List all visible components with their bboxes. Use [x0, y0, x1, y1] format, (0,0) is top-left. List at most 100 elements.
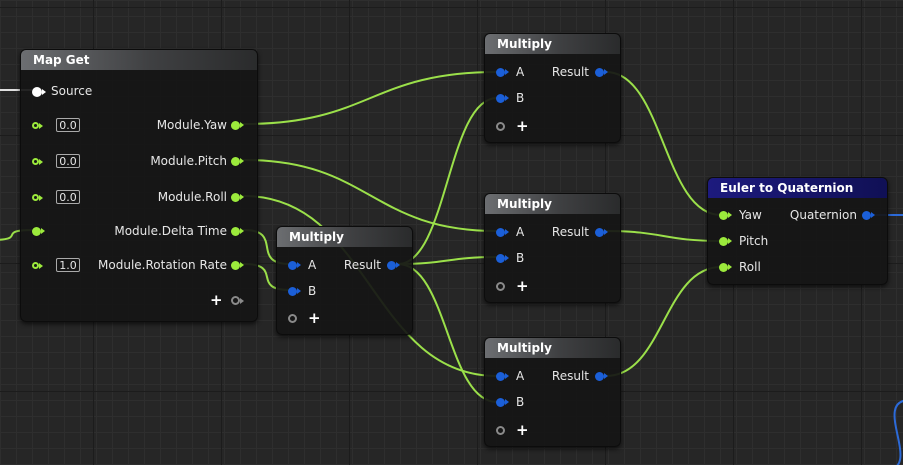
multiply-bottom-node[interactable]: Multiply A Result B + [484, 337, 621, 447]
euler-pitch-label: Pitch [739, 234, 769, 248]
multiply-top-b-arrow [505, 95, 509, 101]
multiply-top-a-pin[interactable] [496, 68, 505, 77]
wire-blue-offscreen [893, 399, 903, 465]
roll-output-label: Module.Roll [157, 190, 227, 204]
yaw-output-arrow [240, 122, 244, 128]
multiply-top-add-pin-button[interactable]: + [516, 117, 529, 135]
yaw-default-value[interactable]: 0.0 [56, 118, 80, 132]
multiply-left-node[interactable]: Multiply A Result B + [276, 226, 413, 335]
multiply-top-b-label: B [516, 91, 525, 105]
multiply-top-node[interactable]: Multiply A Result B + [484, 33, 621, 143]
multiply-left-title: Multiply [277, 227, 412, 247]
euler-to-quaternion-node[interactable]: Euler to Quaternion Yaw Quaternion Pitch… [707, 177, 888, 285]
euler-pitch-pin[interactable] [719, 237, 728, 246]
multiply-bottom-result-pin[interactable] [595, 372, 604, 381]
multiply-bottom-result-label: Result [551, 369, 589, 383]
wire-pitch-to-mid-a [243, 159, 498, 232]
euler-yaw-label: Yaw [739, 208, 762, 222]
wire-top-result-to-yaw [605, 71, 722, 216]
multiply-top-result-label: Result [551, 65, 589, 79]
pitch-default-value[interactable]: 0.0 [56, 154, 80, 168]
pitch-input-pin[interactable] [32, 158, 39, 165]
multiply-bottom-b-pin[interactable] [496, 398, 505, 407]
euler-yaw-pin[interactable] [719, 211, 728, 220]
euler-roll-arrow [728, 264, 732, 270]
euler-yaw-arrow [728, 212, 732, 218]
pitch-output-label: Module.Pitch [150, 154, 227, 168]
multiply-bottom-a-arrow [505, 373, 509, 379]
rotation-rate-output-pin[interactable] [231, 261, 240, 270]
multiply-bottom-a-pin[interactable] [496, 372, 505, 381]
multiply-top-a-arrow [505, 69, 509, 75]
yaw-output-pin[interactable] [231, 121, 240, 130]
euler-quaternion-arrow [871, 212, 875, 218]
multiply-left-result-label: Result [343, 258, 381, 272]
multiply-bottom-a-label: A [516, 369, 525, 383]
pitch-output-pin[interactable] [231, 157, 240, 166]
multiply-left-a-arrow [297, 262, 301, 268]
multiply-bottom-title: Multiply [485, 338, 620, 358]
multiply-mid-a-arrow [505, 229, 509, 235]
add-pin-arrow [240, 298, 244, 304]
rotation-rate-input-pin[interactable] [32, 262, 39, 269]
multiply-mid-b-pin[interactable] [496, 254, 505, 263]
multiply-bottom-b-label: B [516, 395, 525, 409]
multiply-mid-result-pin[interactable] [595, 228, 604, 237]
multiply-left-add-pin-icon [288, 314, 297, 323]
multiply-left-add-pin-button[interactable]: + [308, 309, 321, 327]
multiply-bottom-b-arrow [505, 399, 509, 405]
roll-output-pin[interactable] [231, 193, 240, 202]
map-get-title: Map Get [21, 50, 257, 70]
delta-time-output-arrow [240, 228, 244, 234]
multiply-mid-a-label: A [516, 225, 525, 239]
multiply-left-b-arrow [297, 288, 301, 294]
euler-roll-pin[interactable] [719, 263, 728, 272]
wire-mid-result-to-pitch [605, 230, 722, 242]
multiply-left-a-pin[interactable] [288, 261, 297, 270]
rotation-rate-default-value[interactable]: 1.0 [56, 258, 80, 272]
rotation-rate-input-arrow [39, 263, 43, 269]
multiply-bottom-add-pin-button[interactable]: + [516, 421, 529, 439]
multiply-left-result-pin[interactable] [387, 261, 396, 270]
euler-pitch-arrow [728, 238, 732, 244]
multiply-left-b-pin[interactable] [288, 287, 297, 296]
multiply-mid-result-arrow [604, 229, 608, 235]
roll-output-arrow [240, 194, 244, 200]
multiply-bottom-result-arrow [604, 373, 608, 379]
delta-time-input-pin[interactable] [32, 227, 41, 236]
delta-time-output-pin[interactable] [231, 227, 240, 236]
euler-to-quaternion-title: Euler to Quaternion [708, 178, 887, 198]
multiply-top-add-pin-icon [496, 122, 505, 131]
yaw-input-arrow [39, 123, 43, 129]
roll-default-value[interactable]: 0.0 [56, 190, 80, 204]
multiply-mid-b-label: B [516, 251, 525, 265]
rotation-rate-output-arrow [240, 262, 244, 268]
add-pin-icon [231, 296, 240, 305]
euler-quaternion-pin[interactable] [862, 211, 871, 220]
roll-input-pin[interactable] [32, 194, 39, 201]
wire-bottom-result-to-roll [605, 266, 722, 377]
delta-time-output-label: Module.Delta Time [114, 224, 227, 238]
add-pin-button[interactable]: + [210, 291, 223, 309]
multiply-mid-add-pin-button[interactable]: + [516, 277, 529, 295]
rotation-rate-output-label: Module.Rotation Rate [98, 258, 227, 272]
multiply-bottom-add-pin-icon [496, 426, 505, 435]
multiply-top-title: Multiply [485, 34, 620, 54]
source-exec-pin[interactable] [32, 87, 42, 97]
yaw-input-pin[interactable] [32, 122, 39, 129]
multiply-mid-result-label: Result [551, 225, 589, 239]
multiply-left-result-arrow [396, 262, 400, 268]
pitch-output-arrow [240, 158, 244, 164]
multiply-mid-a-pin[interactable] [496, 228, 505, 237]
multiply-top-result-pin[interactable] [595, 68, 604, 77]
source-label: Source [51, 84, 93, 98]
euler-roll-label: Roll [739, 260, 761, 274]
yaw-output-label: Module.Yaw [156, 118, 227, 132]
multiply-top-b-pin[interactable] [496, 94, 505, 103]
delta-time-input-arrow [41, 228, 45, 234]
multiply-left-a-label: A [308, 258, 317, 272]
wire-yaw-to-top-a [243, 71, 498, 125]
multiply-top-result-arrow [604, 69, 608, 75]
map-get-node[interactable]: Map Get Source 0.0 Module.Yaw 0.0 Module… [20, 49, 258, 322]
multiply-mid-node[interactable]: Multiply A Result B + [484, 193, 621, 303]
